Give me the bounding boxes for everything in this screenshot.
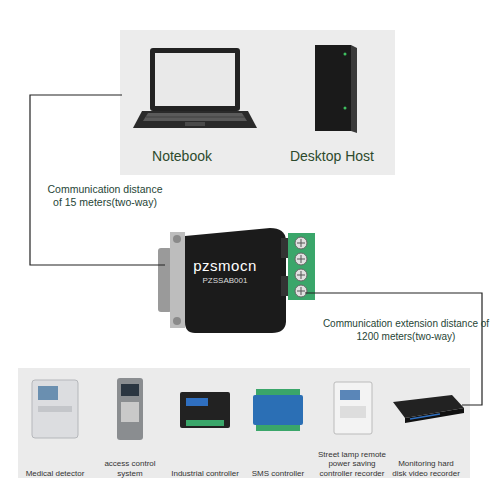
keypad: [121, 402, 139, 422]
node-label: SMS controller: [252, 469, 304, 478]
device-node: access control system: [94, 375, 166, 478]
device-slot: [38, 406, 72, 412]
node-label: Notebook: [152, 148, 212, 165]
street-lamp-controller-icon: [334, 382, 372, 434]
medical-detector-icon: [32, 380, 78, 438]
laptop-keyboard: [143, 113, 247, 121]
terminal-strip: [256, 389, 300, 395]
terminal-strip: [256, 425, 300, 431]
device-node: Medical detector: [19, 375, 91, 478]
laptop-touchpad: [185, 122, 205, 126]
db9-shell: [158, 248, 172, 312]
node-label: Industrial controller: [171, 469, 239, 478]
db9-screw: [173, 235, 181, 243]
device-marking: PZSSAB001: [203, 277, 248, 286]
db9-screw: [173, 317, 181, 325]
device-screen: [38, 386, 58, 400]
connector-line: [305, 293, 482, 405]
converter-node: pzsmocnPZSSAB001: [165, 225, 305, 335]
laptop-bezel: [150, 48, 240, 111]
device-node: Industrial controller: [169, 375, 241, 478]
device-node: SMS controller: [242, 375, 314, 478]
node-label: Medical detector: [26, 469, 85, 478]
edge-label: Communication extension distance of 1200…: [318, 318, 494, 343]
db9-flange: [170, 232, 185, 328]
laptop-base: [133, 111, 257, 128]
sms-controller-icon: [253, 395, 303, 425]
node-label: Street lamp remote power saving controll…: [312, 450, 392, 478]
node-label: Desktop Host: [290, 148, 374, 165]
recorder-front: [405, 408, 464, 423]
tower-front: [315, 45, 351, 131]
industrial-controller-icon: [180, 392, 230, 428]
terminal-strip: [186, 420, 224, 426]
device-display: [186, 398, 208, 406]
access-control-icon: [117, 378, 143, 440]
node-label: access control system: [94, 459, 166, 478]
button-row: [340, 406, 366, 418]
recorder-stripe: [410, 414, 440, 419]
tower-side: [351, 45, 357, 133]
screw-slot: [297, 239, 305, 295]
device-marking: pzsmocn: [193, 258, 257, 275]
disk-led: [344, 107, 347, 110]
device-screen: [340, 390, 360, 400]
host-node: Notebook: [122, 35, 242, 165]
terminal-block: [288, 233, 315, 300]
node-label: Monitoring hard disk video recorder: [390, 459, 462, 478]
device-node: Monitoring hard disk video recorder: [390, 375, 462, 478]
host-node: Desktop Host: [272, 35, 392, 165]
laptop-screen: [155, 53, 235, 106]
device-screen: [121, 384, 139, 396]
edge-label: Communication distance of 15 meters(two-…: [46, 183, 164, 209]
device-node: Street lamp remote power saving controll…: [312, 375, 392, 478]
host-panel: [120, 30, 395, 175]
keyboard-row: [146, 117, 245, 118]
converter-body: [185, 228, 286, 333]
connector-line: [30, 95, 165, 265]
power-led: [344, 53, 347, 56]
device-band: [18, 368, 470, 478]
